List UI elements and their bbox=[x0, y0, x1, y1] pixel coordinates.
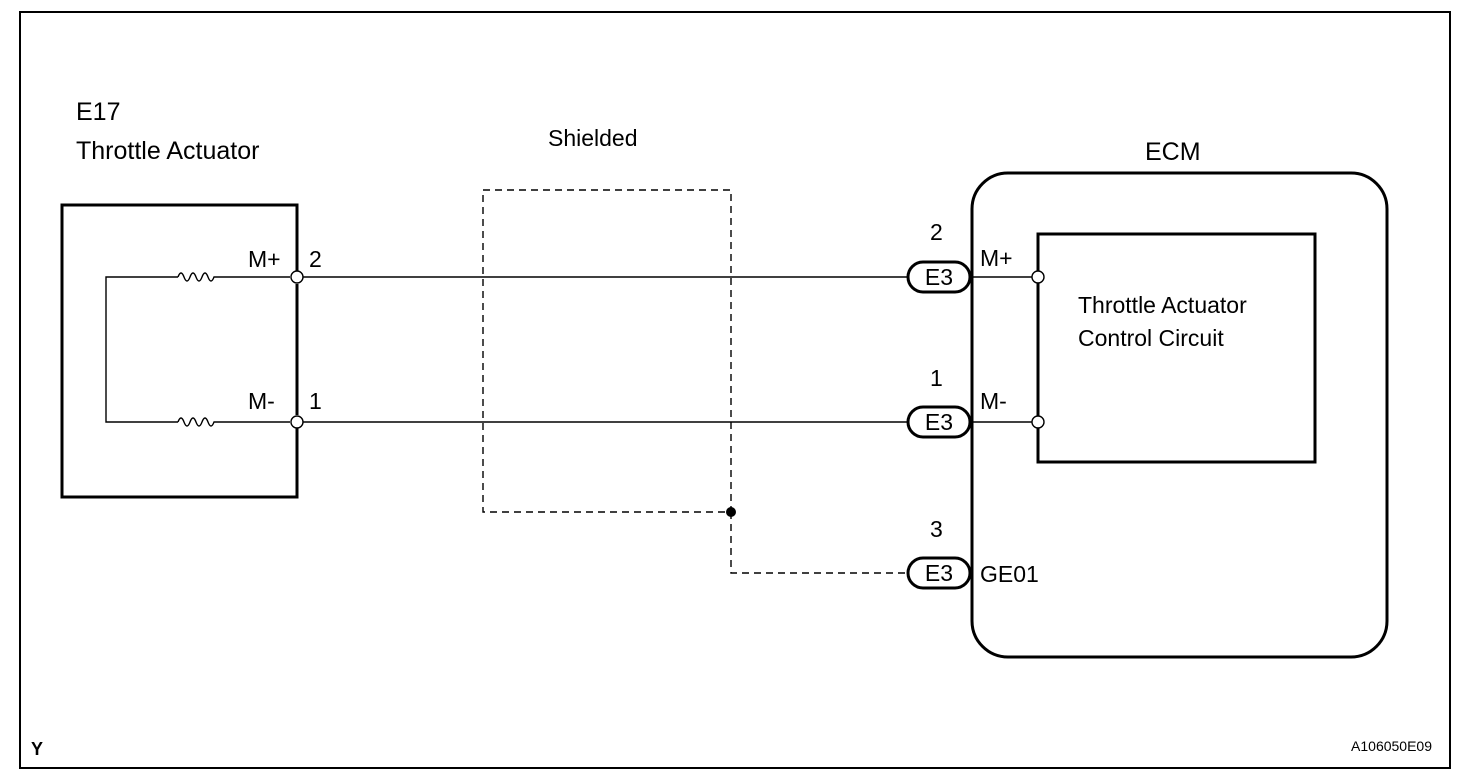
ecm-label: ECM bbox=[1145, 138, 1201, 166]
ecm-circuit-line1: Throttle Actuator bbox=[1078, 292, 1247, 318]
svg-text:E3: E3 bbox=[925, 560, 953, 586]
svg-text:E3: E3 bbox=[925, 264, 953, 290]
figure-id: A106050E09 bbox=[1351, 738, 1432, 754]
actuator-pin-terminal-mminus: M- bbox=[248, 388, 275, 414]
ecm-circuit-line2: Control Circuit bbox=[1078, 325, 1224, 351]
actuator-pin-number-1: 1 bbox=[309, 388, 322, 414]
shield-outline bbox=[482, 189, 732, 513]
actuator-pin-mminus bbox=[290, 415, 304, 429]
ecm-pin-number-1: 1 bbox=[930, 365, 943, 391]
actuator-code: E17 bbox=[76, 98, 120, 126]
ecm-connector-pin1: E3 bbox=[906, 405, 972, 439]
actuator-name: Throttle Actuator bbox=[76, 137, 259, 165]
ecm-control-circuit-box bbox=[1036, 232, 1317, 464]
ecm-box bbox=[970, 171, 1389, 659]
shield-junction-dot bbox=[726, 507, 736, 517]
shield-label: Shielded bbox=[548, 125, 638, 151]
ecm-connector-pin2: E3 bbox=[906, 260, 972, 294]
svg-text:E3: E3 bbox=[925, 409, 953, 435]
shield-drain-wire bbox=[730, 512, 910, 574]
actuator-box bbox=[60, 203, 299, 499]
actuator-pin-terminal-mplus: M+ bbox=[248, 246, 281, 272]
ecm-terminal-mminus: M- bbox=[980, 388, 1007, 414]
actuator-pin-mplus bbox=[290, 270, 304, 284]
ecm-pin-mplus bbox=[1031, 270, 1045, 284]
footer-left-code: Y bbox=[31, 739, 43, 759]
ecm-terminal-ge01: GE01 bbox=[980, 561, 1039, 587]
motor-winding bbox=[105, 276, 290, 423]
ecm-pin-number-2: 2 bbox=[930, 219, 943, 245]
coil-icon bbox=[177, 417, 216, 427]
ecm-connector-pin3: E3 bbox=[906, 556, 972, 590]
actuator-pin-number-2: 2 bbox=[309, 246, 322, 272]
ecm-pin-number-3: 3 bbox=[930, 516, 943, 542]
ecm-pin-mminus bbox=[1031, 415, 1045, 429]
ecm-terminal-mplus: M+ bbox=[980, 245, 1013, 271]
diagram-frame bbox=[19, 11, 1451, 769]
coil-icon bbox=[177, 272, 216, 282]
